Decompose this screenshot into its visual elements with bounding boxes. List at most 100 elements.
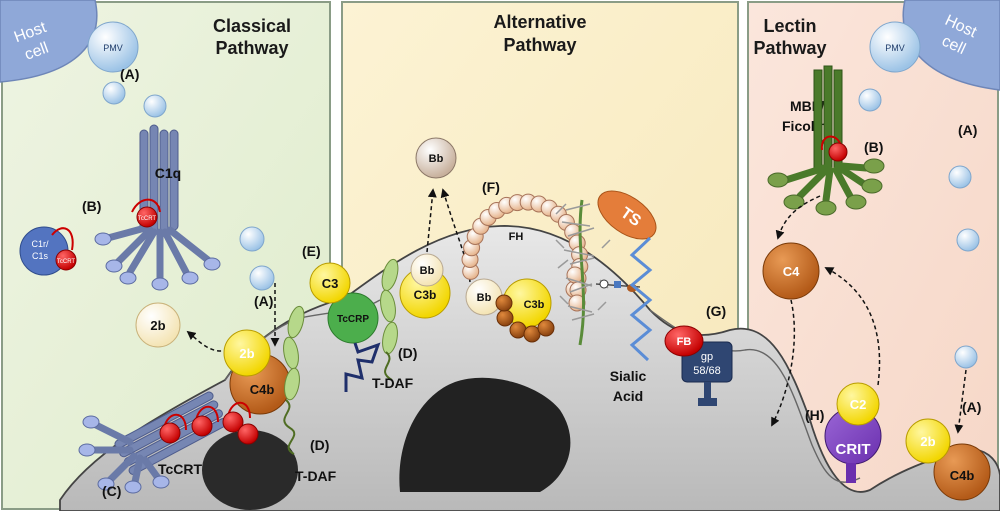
sialic-node — [599, 279, 609, 289]
tccrp-label: TcCRP — [337, 314, 369, 325]
microvesicle — [954, 345, 978, 369]
c3b-left-label: C3b — [414, 288, 437, 302]
host-cell-left — [0, 0, 98, 83]
pmv-right — [869, 21, 921, 73]
alt-label-f: (F) — [482, 179, 500, 195]
classical-label-a-top: (A) — [120, 66, 139, 82]
bb-left — [410, 253, 444, 287]
gp-anchor — [698, 398, 717, 406]
c2b-lectin — [905, 418, 951, 464]
c2b-lectin-label: 2b — [920, 434, 935, 449]
bb-top-label: Bb — [429, 153, 444, 165]
sialic-label-1: Sialic — [610, 368, 647, 384]
crit-stalk — [846, 463, 856, 483]
fb-label: FB — [677, 336, 692, 348]
pmv-right-label: PMV — [885, 43, 905, 53]
nucleus — [399, 377, 571, 492]
gp-stalk — [704, 382, 711, 400]
bb-fh-label: Bb — [477, 292, 492, 304]
microvesicle — [858, 88, 882, 112]
pmv-left — [87, 21, 139, 73]
tdaf-classical-label: T-DAF — [295, 468, 337, 484]
c2b-bound-label: 2b — [239, 346, 254, 361]
c4b-lectin — [933, 443, 991, 501]
tccrt-c1-label: TcCRT — [57, 259, 76, 265]
c2-label: C2 — [850, 397, 867, 412]
c4b-lectin-label: C4b — [950, 468, 975, 483]
tccrt-label: TcCRT — [158, 461, 203, 477]
c4b-label: C4b — [250, 382, 275, 397]
tccrp — [327, 292, 379, 344]
c3-alt — [309, 262, 351, 304]
lectin-label-b: (B) — [864, 139, 883, 155]
trans-sialidase — [597, 190, 657, 240]
c2b-free — [135, 302, 181, 348]
c2-lectin — [836, 382, 880, 426]
tccrt-small — [136, 206, 158, 228]
sialic-label-2: Acid — [613, 388, 643, 404]
factor-b — [664, 325, 704, 357]
bb-left-label: Bb — [420, 265, 435, 277]
c1r-label: C1r/ — [31, 239, 49, 249]
arrow-masp-to-c4 — [775, 195, 821, 240]
kinetoplast — [202, 430, 298, 510]
tccrt-membrane-group — [159, 401, 259, 445]
gp-label-1: gp — [701, 351, 713, 363]
crit-label: CRIT — [836, 441, 871, 458]
fh-brown-bead — [496, 309, 514, 327]
c1q-molecule — [94, 124, 221, 291]
tdaf-alt — [380, 258, 399, 381]
sialic-node — [614, 281, 621, 288]
classical-label-c: (C) — [102, 483, 121, 499]
tdaf-alt-label: T-DAF — [372, 375, 414, 391]
lectin-title-1: Lectin — [763, 16, 816, 36]
classical-label-d: (D) — [310, 437, 329, 453]
alt-label-g: (G) — [706, 303, 726, 319]
alt-label-e: (E) — [302, 243, 321, 259]
gp-label-2: 58/68 — [693, 365, 721, 377]
tccrt-tail — [131, 198, 161, 213]
lectin-title-2: Pathway — [753, 38, 826, 58]
microvesicle — [143, 94, 167, 118]
microvesicle — [948, 165, 972, 189]
fh-label: FH — [509, 231, 524, 243]
fh-brown-bead — [537, 319, 555, 337]
tdaf-classical — [283, 305, 305, 455]
tccrt-c1 — [55, 249, 77, 271]
lectin-label-a-bottom: (A) — [962, 399, 981, 415]
arrow-mv-to-c4b-lectin — [954, 369, 967, 434]
microvesicle — [249, 265, 275, 291]
arrow-2b-release — [186, 330, 229, 352]
host-cell-right — [902, 0, 1000, 91]
classical-label-a-mid: (A) — [254, 293, 273, 309]
tccrt-small-label: TcCRT — [138, 216, 157, 222]
c4-label: C4 — [783, 264, 800, 279]
c1q-label: C1q — [155, 165, 181, 181]
c2b-free-label: 2b — [150, 318, 165, 333]
pmv-left-label: PMV — [103, 43, 123, 53]
c2b-bound — [223, 329, 271, 377]
arrow-c2-to-c4 — [824, 267, 881, 386]
fh-brown-beads — [495, 294, 555, 343]
microvesicle — [239, 226, 265, 252]
classical-title-1: Classical — [213, 16, 291, 36]
c4-lectin — [762, 242, 820, 300]
arrow-bb-release-2 — [440, 188, 471, 283]
tccrp-anchor — [344, 342, 381, 392]
arrow-bb-release-1 — [426, 188, 437, 253]
c1s-label: C1s — [32, 251, 49, 261]
alt-label-d: (D) — [398, 345, 417, 361]
ts-anchor — [629, 236, 653, 362]
classical-label-b: (B) — [82, 198, 101, 214]
microvesicle — [102, 81, 126, 105]
tccrt-c1-tail — [51, 227, 74, 251]
lectin-label-a-top: (A) — [958, 122, 977, 138]
c3-label: C3 — [322, 276, 339, 291]
alternative-title-2: Pathway — [503, 35, 576, 55]
masp — [828, 142, 848, 162]
microvesicle — [956, 228, 980, 252]
c3b-fh-label: C3b — [524, 299, 545, 311]
classical-title-2: Pathway — [215, 38, 288, 58]
